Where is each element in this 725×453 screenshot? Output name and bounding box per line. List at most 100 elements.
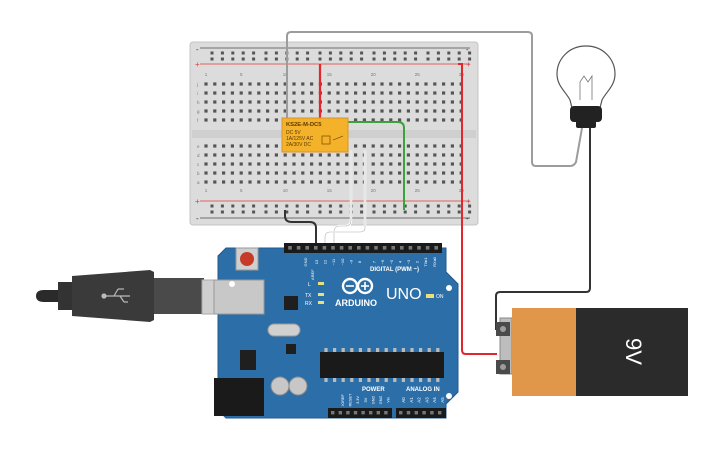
chip-pin xyxy=(376,378,380,382)
power-pin-label: 5V xyxy=(364,397,368,402)
rail-hole xyxy=(231,57,235,61)
header-pin[interactable] xyxy=(400,246,404,250)
analog-pin-label: A3 xyxy=(424,397,429,403)
breadboard-hole xyxy=(283,109,287,113)
breadboard-hole xyxy=(204,91,208,95)
header-pin[interactable] xyxy=(365,246,370,250)
light-bulb[interactable] xyxy=(556,45,616,128)
rail-minus-sign-top: - xyxy=(196,45,199,54)
breadboard-hole xyxy=(257,91,261,95)
breadboard-hole xyxy=(354,162,358,166)
breadboard-hole xyxy=(239,109,243,113)
breadboard-hole xyxy=(213,162,217,166)
rail-plus-sign-bottom-right: + xyxy=(466,197,471,206)
gnd-pin-label: GND xyxy=(303,257,308,266)
breadboard-hole xyxy=(310,82,314,86)
breadboard-hole xyxy=(450,162,454,166)
header-pin[interactable] xyxy=(417,246,421,250)
breadboard-hole xyxy=(248,91,252,95)
rail-hole xyxy=(241,204,245,208)
header-pin[interactable] xyxy=(414,411,418,415)
header-pin[interactable] xyxy=(296,246,301,250)
breadboard-hole xyxy=(222,144,226,148)
breadboard-hole xyxy=(415,118,419,122)
rail-hole xyxy=(360,204,364,208)
header-pin[interactable] xyxy=(338,411,342,415)
header-pin[interactable] xyxy=(434,246,438,250)
rail-hole xyxy=(360,210,364,214)
header-pin[interactable] xyxy=(357,246,361,250)
header-pin[interactable] xyxy=(288,246,292,250)
breadboard-hole xyxy=(248,171,252,175)
breadboard-hole xyxy=(310,171,314,175)
header-pin[interactable] xyxy=(348,246,352,250)
rail-hole xyxy=(306,57,310,61)
rail-hole xyxy=(468,210,472,214)
breadboard-hole xyxy=(354,144,358,148)
breadboard-hole xyxy=(433,118,437,122)
header-pin[interactable] xyxy=(353,411,358,415)
header-pin[interactable] xyxy=(331,246,335,250)
header-pin[interactable] xyxy=(384,411,388,415)
header-pin[interactable] xyxy=(374,246,378,250)
analog-pin-label: A4 xyxy=(432,397,437,403)
breadboard-hole xyxy=(301,153,305,157)
breadboard-hole xyxy=(222,91,226,95)
rail-minus-sign-bottom: - xyxy=(196,214,199,223)
breadboard-hole xyxy=(406,180,410,184)
breadboard-hole xyxy=(283,153,287,157)
header-pin[interactable] xyxy=(382,246,387,250)
breadboard-hole xyxy=(230,171,234,175)
header-pin[interactable] xyxy=(408,246,413,250)
breadboard-hole xyxy=(371,91,375,95)
breadboard-hole xyxy=(433,91,437,95)
header-pin[interactable] xyxy=(425,246,430,250)
breadboard-hole xyxy=(310,100,314,104)
header-pin[interactable] xyxy=(369,411,373,415)
header-pin[interactable] xyxy=(406,411,411,415)
rail-hole xyxy=(318,57,322,61)
rail-hole xyxy=(403,210,407,214)
breadboard-hole xyxy=(362,144,366,148)
rail-hole xyxy=(414,204,418,208)
breadboard-hole xyxy=(415,82,419,86)
rail-hole xyxy=(436,210,440,214)
mount-hole xyxy=(446,285,452,291)
header-pin[interactable] xyxy=(422,411,426,415)
breadboard-hole xyxy=(406,91,410,95)
breadboard-hole xyxy=(274,82,278,86)
breadboard-hole xyxy=(442,118,446,122)
header-pin[interactable] xyxy=(314,246,318,250)
header-pin[interactable] xyxy=(305,246,309,250)
header-pin[interactable] xyxy=(391,246,395,250)
breadboard-hole xyxy=(327,109,331,113)
rail-hole xyxy=(393,210,397,214)
breadboard-hole xyxy=(257,82,261,86)
rail-hole xyxy=(328,210,332,214)
header-pin[interactable] xyxy=(331,411,335,415)
header-pin[interactable] xyxy=(438,411,442,415)
chip-pin xyxy=(333,348,337,352)
header-pin[interactable] xyxy=(376,411,380,415)
power-header xyxy=(328,408,392,418)
rail-hole xyxy=(318,51,322,55)
breadboard-hole xyxy=(213,153,217,157)
header-pin[interactable] xyxy=(430,411,434,415)
battery-9v[interactable]: 9V xyxy=(496,308,688,396)
breadboard-hole xyxy=(283,180,287,184)
breadboard-hole xyxy=(230,118,234,122)
header-pin[interactable] xyxy=(399,411,403,415)
header-pin[interactable] xyxy=(322,246,327,250)
header-pin[interactable] xyxy=(361,411,365,415)
usb-strain-relief xyxy=(58,282,74,310)
reset-button[interactable] xyxy=(240,252,254,266)
header-pin[interactable] xyxy=(346,411,350,415)
relay[interactable]: KS2E-M-DC5 DC 5V 1A/125V AC 2A/30V DC xyxy=(281,117,349,153)
header-pin[interactable] xyxy=(339,246,344,250)
digital-pin-label: 7 xyxy=(372,260,377,263)
rail-minus-sign-bottom-right: - xyxy=(466,214,469,223)
breadboard-hole xyxy=(424,144,428,148)
rail-hole xyxy=(295,210,299,214)
